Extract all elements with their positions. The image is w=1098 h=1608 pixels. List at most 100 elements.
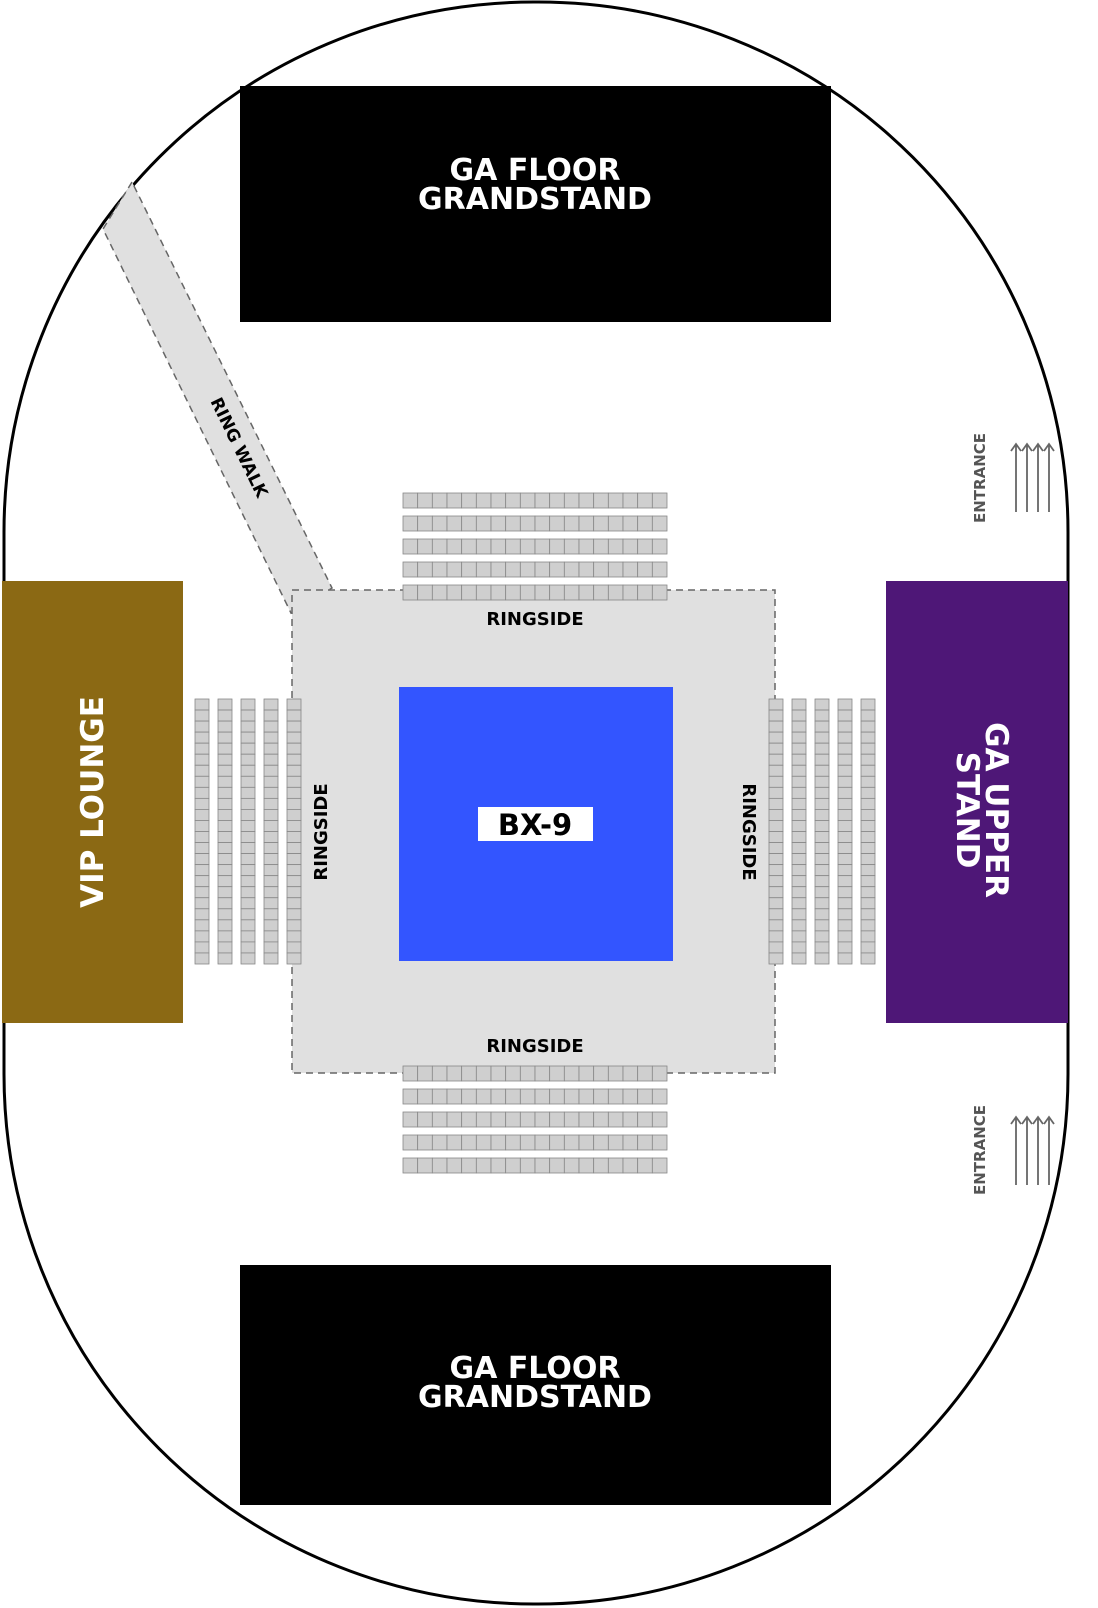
seat[interactable] — [194, 941, 210, 954]
seat[interactable] — [240, 753, 256, 766]
seat[interactable] — [622, 584, 639, 601]
seat[interactable] — [519, 561, 536, 578]
seat[interactable] — [791, 764, 807, 777]
seat[interactable] — [475, 561, 492, 578]
seat[interactable] — [431, 1157, 448, 1174]
seat[interactable] — [593, 1157, 609, 1174]
seat[interactable] — [607, 584, 624, 601]
seat[interactable] — [837, 786, 853, 799]
seat[interactable] — [578, 584, 595, 601]
seat[interactable] — [837, 764, 853, 777]
seat[interactable] — [194, 864, 210, 877]
seat[interactable] — [593, 515, 609, 532]
seat[interactable] — [217, 864, 233, 877]
seat[interactable] — [263, 864, 279, 877]
seat[interactable] — [286, 731, 302, 744]
seat[interactable] — [519, 1065, 536, 1082]
seat[interactable] — [263, 764, 279, 777]
seat[interactable] — [402, 1134, 419, 1151]
seat[interactable] — [217, 897, 233, 910]
seat[interactable] — [402, 1157, 419, 1174]
seat[interactable] — [622, 538, 639, 555]
seat[interactable] — [563, 538, 580, 555]
seat[interactable] — [768, 742, 784, 755]
seat[interactable] — [286, 842, 302, 854]
seat[interactable] — [194, 731, 210, 744]
seat[interactable] — [791, 886, 807, 899]
seat[interactable] — [549, 1065, 565, 1082]
seat[interactable] — [286, 897, 302, 910]
seat[interactable] — [791, 908, 807, 921]
seat[interactable] — [475, 1088, 492, 1105]
seat[interactable] — [578, 1134, 595, 1151]
seat[interactable] — [814, 853, 830, 866]
seat[interactable] — [814, 897, 830, 910]
seat[interactable] — [593, 1134, 609, 1151]
seat[interactable] — [505, 492, 521, 509]
seat[interactable] — [263, 952, 279, 965]
seat[interactable] — [860, 886, 876, 899]
seat[interactable] — [814, 930, 830, 943]
seat[interactable] — [402, 492, 419, 509]
seat[interactable] — [768, 930, 784, 943]
seat[interactable] — [607, 561, 624, 578]
seat[interactable] — [217, 720, 233, 733]
seat[interactable] — [768, 786, 784, 799]
seat[interactable] — [240, 698, 256, 711]
seat[interactable] — [286, 775, 302, 788]
seat[interactable] — [651, 538, 668, 555]
ring-walk-corridor[interactable] — [102, 180, 333, 615]
seat[interactable] — [637, 1088, 653, 1105]
seat[interactable] — [837, 797, 853, 810]
seat[interactable] — [651, 1065, 668, 1082]
seat[interactable] — [637, 538, 653, 555]
seat[interactable] — [286, 764, 302, 777]
seat[interactable] — [607, 1111, 624, 1128]
seat[interactable] — [417, 492, 433, 509]
seat[interactable] — [549, 584, 565, 601]
seat[interactable] — [768, 831, 784, 843]
seat[interactable] — [791, 731, 807, 744]
seat[interactable] — [837, 831, 853, 843]
seat[interactable] — [791, 897, 807, 910]
ringside-seats-top[interactable] — [402, 492, 668, 601]
seat[interactable] — [549, 1134, 565, 1151]
seat[interactable] — [217, 908, 233, 921]
entrance-top[interactable]: ENTRANCE — [971, 433, 1055, 523]
seat[interactable] — [286, 753, 302, 766]
seat[interactable] — [563, 1134, 580, 1151]
seat[interactable] — [286, 941, 302, 954]
seat[interactable] — [768, 797, 784, 810]
seat[interactable] — [549, 1088, 565, 1105]
seat[interactable] — [768, 720, 784, 733]
seat[interactable] — [263, 908, 279, 921]
seat[interactable] — [194, 831, 210, 843]
seat[interactable] — [622, 515, 639, 532]
seat[interactable] — [814, 919, 830, 932]
seat[interactable] — [860, 720, 876, 733]
seat[interactable] — [505, 1111, 521, 1128]
seat[interactable] — [286, 886, 302, 899]
seat[interactable] — [791, 742, 807, 755]
seat[interactable] — [651, 1157, 668, 1174]
seat[interactable] — [791, 831, 807, 843]
seat[interactable] — [593, 1088, 609, 1105]
seat[interactable] — [240, 786, 256, 799]
seat[interactable] — [814, 742, 830, 755]
seat[interactable] — [578, 1088, 595, 1105]
seat[interactable] — [194, 930, 210, 943]
seat[interactable] — [814, 797, 830, 810]
seat[interactable] — [217, 786, 233, 799]
seat[interactable] — [194, 908, 210, 921]
seat[interactable] — [217, 842, 233, 854]
seat[interactable] — [286, 930, 302, 943]
seat[interactable] — [240, 875, 256, 888]
seat[interactable] — [814, 709, 830, 722]
seat[interactable] — [860, 952, 876, 965]
seat[interactable] — [578, 492, 595, 509]
seat[interactable] — [505, 538, 521, 555]
seat[interactable] — [240, 886, 256, 899]
seat[interactable] — [768, 886, 784, 899]
seat[interactable] — [263, 831, 279, 843]
seat[interactable] — [814, 720, 830, 733]
